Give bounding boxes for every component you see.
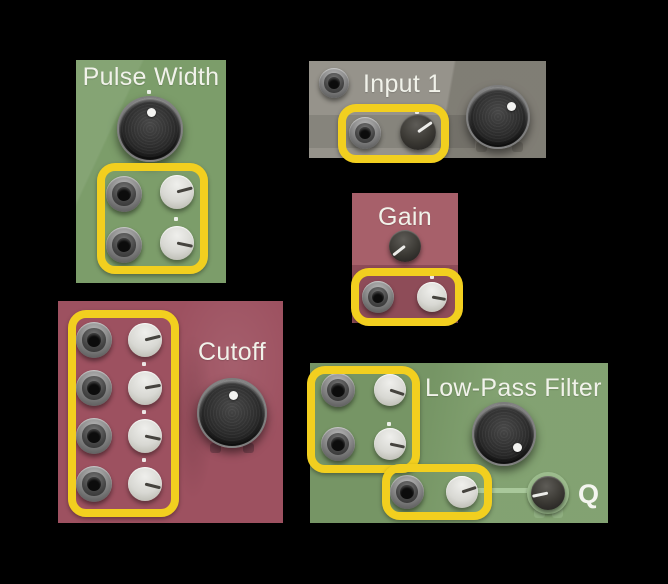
lpf-attenuator-2[interactable]	[374, 428, 406, 460]
knob-foot	[210, 443, 221, 453]
highlight-box-gain	[351, 268, 463, 326]
input-1-title: Input 1	[363, 70, 442, 98]
knob-foot	[534, 508, 545, 518]
cutoff-jack-2[interactable]	[76, 370, 112, 406]
lpf-cutoff-knob[interactable]	[472, 402, 536, 466]
knob-tick	[142, 362, 146, 366]
input-1-top-jack[interactable]	[319, 68, 349, 98]
input-1-cv-jack[interactable]	[349, 117, 381, 149]
knob-position-dot	[507, 102, 516, 111]
lpf-attenuator-1[interactable]	[374, 374, 406, 406]
input-1-trim-knob[interactable]	[400, 114, 436, 150]
knob-tick	[142, 410, 146, 414]
lpf-jack-2[interactable]	[321, 427, 355, 461]
cutoff-main-knob[interactable]	[197, 378, 267, 448]
low-pass-filter-title: Low-Pass Filter	[425, 374, 602, 402]
pulse-width-knob-tick	[147, 90, 151, 94]
q-connection-line	[462, 488, 552, 493]
knob-foot	[512, 142, 523, 152]
highlight-box-cutoff	[68, 310, 179, 517]
q-knob-ring	[527, 472, 569, 514]
highlight-box-input-1	[338, 104, 449, 163]
pulse-width-title: Pulse Width	[82, 63, 220, 91]
q-label: Q	[578, 479, 600, 509]
cutoff-jack-4[interactable]	[76, 466, 112, 502]
cutoff-attenuator-4[interactable]	[128, 467, 162, 501]
knob-tick	[415, 110, 419, 114]
knob-foot	[243, 443, 254, 453]
highlight-box-pulse-width	[97, 163, 208, 274]
knob-tick	[387, 422, 391, 426]
lpf-q-attenuator[interactable]	[446, 476, 478, 508]
cutoff-attenuator-1[interactable]	[128, 323, 162, 357]
knob-position-dot	[147, 108, 156, 117]
knob-foot	[476, 142, 487, 152]
cutoff-jack-3[interactable]	[76, 418, 112, 454]
knob-tick	[142, 458, 146, 462]
q-knob[interactable]	[531, 476, 565, 510]
gain-title: Gain	[377, 203, 432, 231]
gain-knob[interactable]	[389, 230, 421, 262]
cutoff-jack-1[interactable]	[76, 322, 112, 358]
input-1-level-knob[interactable]	[466, 85, 530, 149]
knob-indicator	[532, 491, 549, 498]
highlight-box-lpf-inputs	[307, 366, 420, 473]
knob-foot	[552, 508, 563, 518]
cutoff-attenuator-3[interactable]	[128, 419, 162, 453]
knob-tick	[174, 217, 178, 221]
pulse-width-attenuator-1[interactable]	[160, 175, 194, 209]
knob-position-dot	[229, 391, 238, 400]
cutoff-title: Cutoff	[197, 338, 267, 366]
pulse-width-main-knob[interactable]	[117, 96, 183, 162]
knob-indicator	[392, 244, 406, 257]
knob-position-dot	[513, 443, 522, 452]
pulse-width-jack-1[interactable]	[106, 176, 142, 212]
cutoff-attenuator-2[interactable]	[128, 371, 162, 405]
pulse-width-attenuator-2[interactable]	[160, 226, 194, 260]
highlight-box-lpf-q	[382, 464, 492, 520]
lpf-jack-1[interactable]	[321, 373, 355, 407]
